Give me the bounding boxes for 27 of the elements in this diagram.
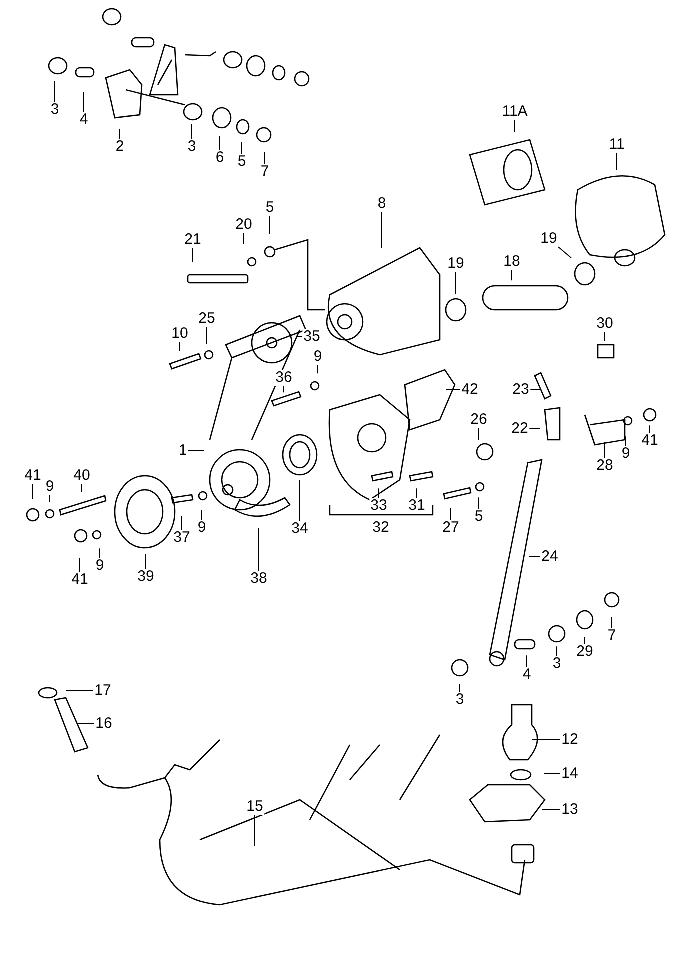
- callout-number: 36: [274, 370, 294, 386]
- leader-line: [514, 120, 516, 132]
- leader-line: [450, 508, 452, 520]
- leader-line: [616, 152, 618, 170]
- leader-line: [526, 655, 528, 668]
- leader-line: [192, 248, 194, 262]
- leader-line: [604, 332, 606, 342]
- leader-line: [416, 488, 418, 498]
- leader-line: [258, 528, 260, 572]
- leader-line: [478, 497, 480, 510]
- leader-line: [254, 814, 256, 846]
- leader-line: [584, 636, 586, 644]
- leader-line: [478, 428, 480, 440]
- callout-number: 15: [246, 799, 264, 815]
- leader-line: [378, 488, 380, 498]
- leader-line: [54, 80, 56, 102]
- leader-line: [529, 428, 541, 430]
- leader-line: [297, 336, 303, 338]
- leader-line: [529, 556, 541, 558]
- leader-line: [32, 484, 34, 500]
- leader-line: [66, 690, 94, 692]
- leader-line: [556, 646, 558, 656]
- leader-line: [264, 152, 266, 164]
- leader-line: [604, 442, 606, 458]
- leader-line: [558, 246, 572, 259]
- leader-line: [188, 450, 204, 452]
- leader-line: [206, 326, 208, 344]
